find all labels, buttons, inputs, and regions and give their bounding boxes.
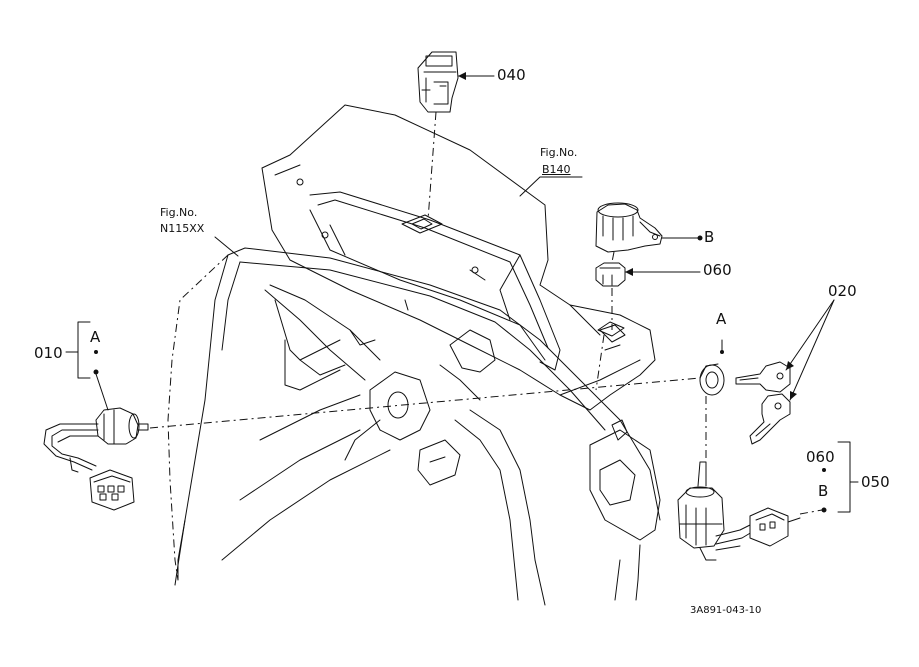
fig-ref-right-label: Fig.No. bbox=[540, 146, 578, 159]
fig-ref-left-label: Fig.No. bbox=[160, 206, 198, 219]
knob-assembly-top bbox=[595, 202, 663, 337]
main-housing bbox=[174, 247, 661, 606]
callout-060-top: 060 bbox=[703, 261, 732, 279]
leader-lines bbox=[65, 72, 859, 513]
ref-letter-a-left: A bbox=[90, 328, 101, 346]
callout-020: 020 bbox=[828, 282, 857, 300]
drawing-code: 3A891-043-10 bbox=[690, 605, 762, 616]
ref-letter-b-group: B bbox=[818, 482, 829, 500]
switch-040 bbox=[401, 51, 459, 234]
ref-letter-b-top: B bbox=[704, 228, 715, 246]
upper-panel bbox=[261, 104, 656, 411]
assembly-lines bbox=[149, 111, 823, 581]
fig-ref-right-number: B140 bbox=[542, 163, 571, 176]
callout-060-group: 060 bbox=[806, 448, 835, 466]
ref-letter-a-right: A bbox=[716, 310, 727, 328]
key-switch-050 bbox=[677, 461, 801, 561]
switch-010 bbox=[43, 407, 149, 511]
keys-020 bbox=[735, 361, 791, 445]
fig-ref-left-number: N115XX bbox=[160, 222, 205, 235]
callout-040: 040 bbox=[497, 66, 526, 84]
grommet-a bbox=[699, 363, 725, 396]
callout-010: 010 bbox=[34, 344, 63, 362]
callout-050: 050 bbox=[861, 473, 890, 491]
